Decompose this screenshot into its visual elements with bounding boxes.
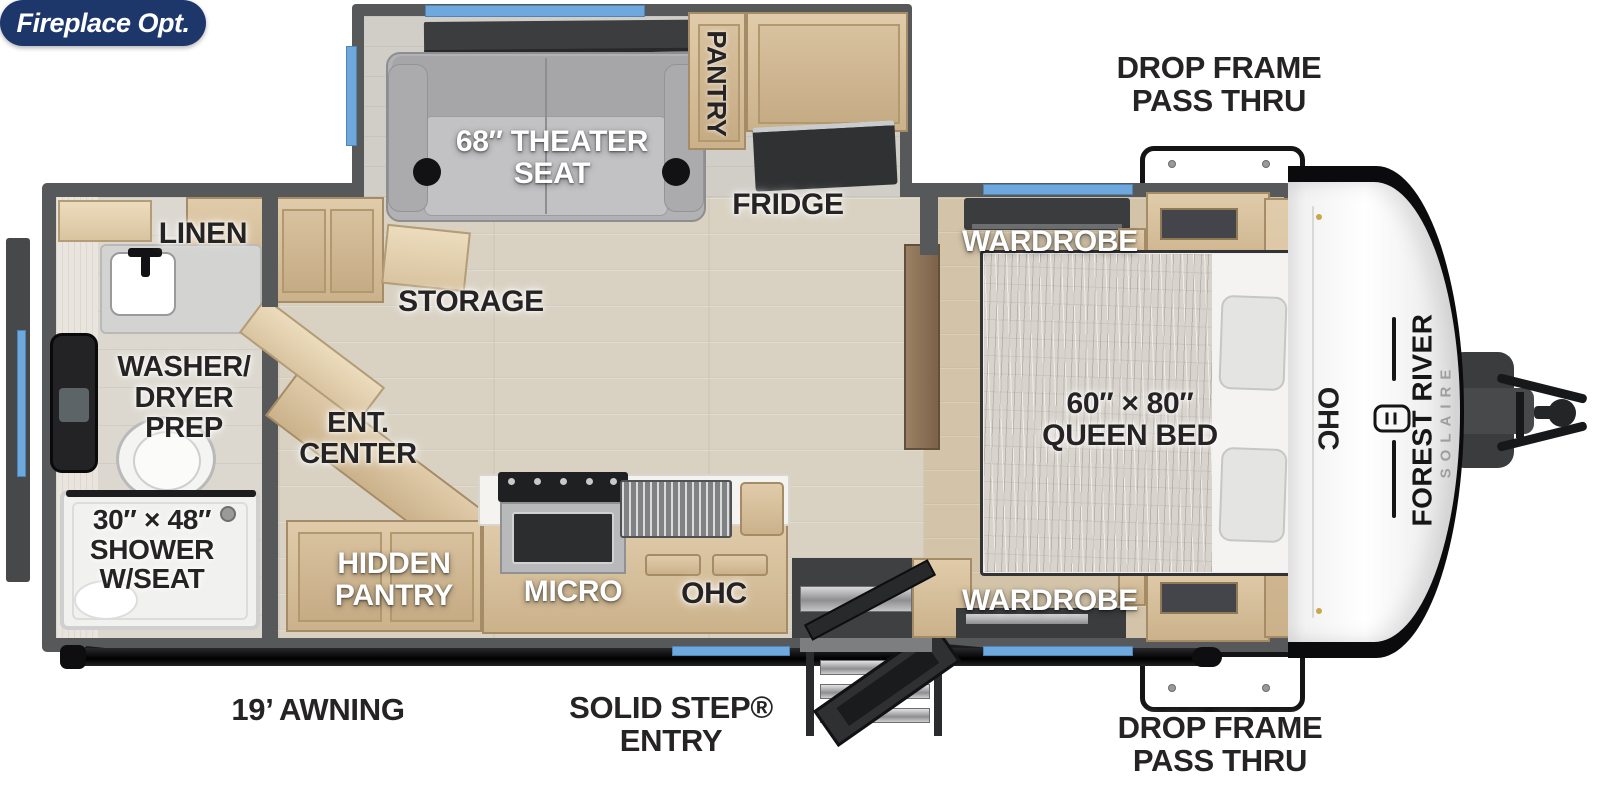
shower-glass bbox=[72, 502, 248, 620]
hitch-cross-member bbox=[1516, 392, 1524, 438]
front-cap bbox=[1288, 182, 1460, 642]
bedroom-dresser bbox=[904, 244, 940, 450]
window bbox=[983, 646, 1133, 656]
theater-seat-seam bbox=[545, 58, 547, 214]
entry-threshold bbox=[800, 638, 932, 652]
window bbox=[17, 330, 26, 477]
label-theater-seat: 68″ THEATER SEAT bbox=[455, 125, 649, 190]
brand-divider-line bbox=[1392, 440, 1396, 518]
label-linen: LINEN bbox=[158, 217, 248, 250]
screw-icon bbox=[1262, 160, 1270, 168]
awning-end-cap bbox=[60, 645, 86, 669]
cup-holder-icon bbox=[662, 158, 690, 186]
kitchen-sink bbox=[620, 480, 732, 538]
shower-head-icon bbox=[220, 506, 236, 522]
theater-seat-armrest bbox=[388, 64, 428, 212]
label-ohc-kitchen: OHC bbox=[681, 577, 747, 610]
label-washer-dryer-prep: WASHER/ DRYER PREP bbox=[117, 351, 251, 445]
counter-board bbox=[712, 554, 768, 576]
window bbox=[425, 5, 645, 17]
faucet-icon bbox=[128, 248, 162, 257]
bedroom-overhead-cabinet bbox=[964, 198, 1130, 230]
label-drop-frame-top: DROP FRAME PASS THRU bbox=[1116, 50, 1322, 118]
bath-overhead-cabinet bbox=[58, 200, 152, 242]
window bbox=[983, 184, 1133, 195]
screw-icon bbox=[1168, 160, 1176, 168]
bedroom-wardrobe-base bbox=[956, 608, 1126, 638]
label-pantry: PANTRY bbox=[701, 29, 732, 137]
shower-seat bbox=[74, 580, 138, 620]
label-hidden-pantry: HIDDEN PANTRY bbox=[334, 547, 454, 612]
screw-icon bbox=[1316, 214, 1322, 220]
label-ent-center: ENT. CENTER bbox=[299, 407, 417, 470]
rear-bath-window bbox=[50, 333, 98, 473]
faucet-icon bbox=[141, 255, 150, 277]
toilet bbox=[116, 416, 216, 502]
bedroom-wall bbox=[920, 197, 938, 255]
wardrobe-front-bottom bbox=[1146, 566, 1270, 642]
label-queen-bed: 60″ × 80″ QUEEN BED bbox=[1042, 387, 1218, 452]
label-storage: STORAGE bbox=[398, 285, 544, 318]
label-shower: 30″ × 48″ SHOWER W/SEAT bbox=[89, 504, 215, 595]
screw-icon bbox=[1262, 684, 1270, 692]
bathroom-wall-upper bbox=[262, 197, 278, 307]
front-cap-seam bbox=[1312, 206, 1314, 618]
window bbox=[346, 46, 357, 146]
cutting-board bbox=[740, 482, 784, 536]
label-fridge: FRIDGE bbox=[732, 188, 844, 221]
cup-holder-icon bbox=[413, 158, 441, 186]
model-name: SOLAIRE bbox=[1437, 362, 1455, 478]
brand-divider-line bbox=[1392, 317, 1396, 381]
label-micro: MICRO bbox=[523, 575, 623, 608]
fireplace-option-label: Fireplace Opt. bbox=[16, 7, 190, 38]
mattress bbox=[984, 254, 1212, 572]
fireplace-option-badge: Fireplace Opt. bbox=[0, 0, 206, 46]
label-wardrobe-top: WARDROBE bbox=[962, 225, 1138, 258]
window bbox=[672, 646, 790, 656]
counter-board bbox=[645, 554, 701, 576]
label-wardrobe-bottom: WARDROBE bbox=[962, 584, 1138, 617]
awning-end-cap bbox=[1192, 647, 1222, 667]
label-drop-frame-bottom: DROP FRAME PASS THRU bbox=[1117, 710, 1323, 778]
hidden-pantry-cabinet bbox=[286, 520, 482, 632]
bathroom-wall-lower bbox=[262, 442, 278, 638]
storage-cabinet bbox=[272, 197, 384, 303]
bath-sink bbox=[110, 252, 176, 316]
screw-icon bbox=[1168, 684, 1176, 692]
label-awning: 19’ AWNING bbox=[231, 692, 405, 727]
shower-door-track bbox=[66, 490, 256, 497]
storage-shelf bbox=[381, 223, 471, 293]
screw-icon bbox=[1316, 608, 1322, 614]
oven-window bbox=[512, 512, 614, 564]
label-solid-step-entry: SOLID STEP® ENTRY bbox=[569, 690, 773, 758]
hitch-coupler-ball bbox=[1548, 399, 1576, 427]
pantry-cabinet bbox=[688, 12, 746, 150]
cooktop bbox=[498, 472, 628, 502]
